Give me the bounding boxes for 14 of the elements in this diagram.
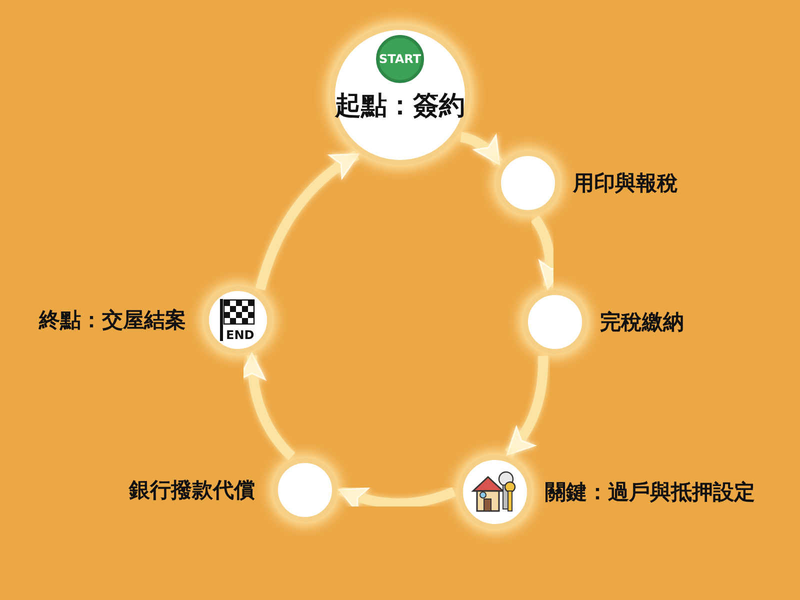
step-label: 銀行撥款代償	[129, 477, 255, 503]
arrow	[460, 132, 502, 166]
arrow	[255, 150, 360, 290]
arrow	[338, 486, 456, 512]
step-circle	[330, 25, 470, 165]
arrow	[530, 216, 566, 290]
arrow	[238, 352, 296, 460]
step-label: 完稅繳納	[600, 309, 684, 335]
step-label: 用印與報稅	[573, 170, 678, 196]
start-badge: START	[376, 35, 424, 83]
step-label: 終點：交屋結案	[39, 307, 186, 333]
step-label: 起點：簽約	[335, 90, 465, 122]
arrow	[504, 356, 548, 457]
step-label: 關鍵：過戶與抵押設定	[545, 479, 755, 505]
